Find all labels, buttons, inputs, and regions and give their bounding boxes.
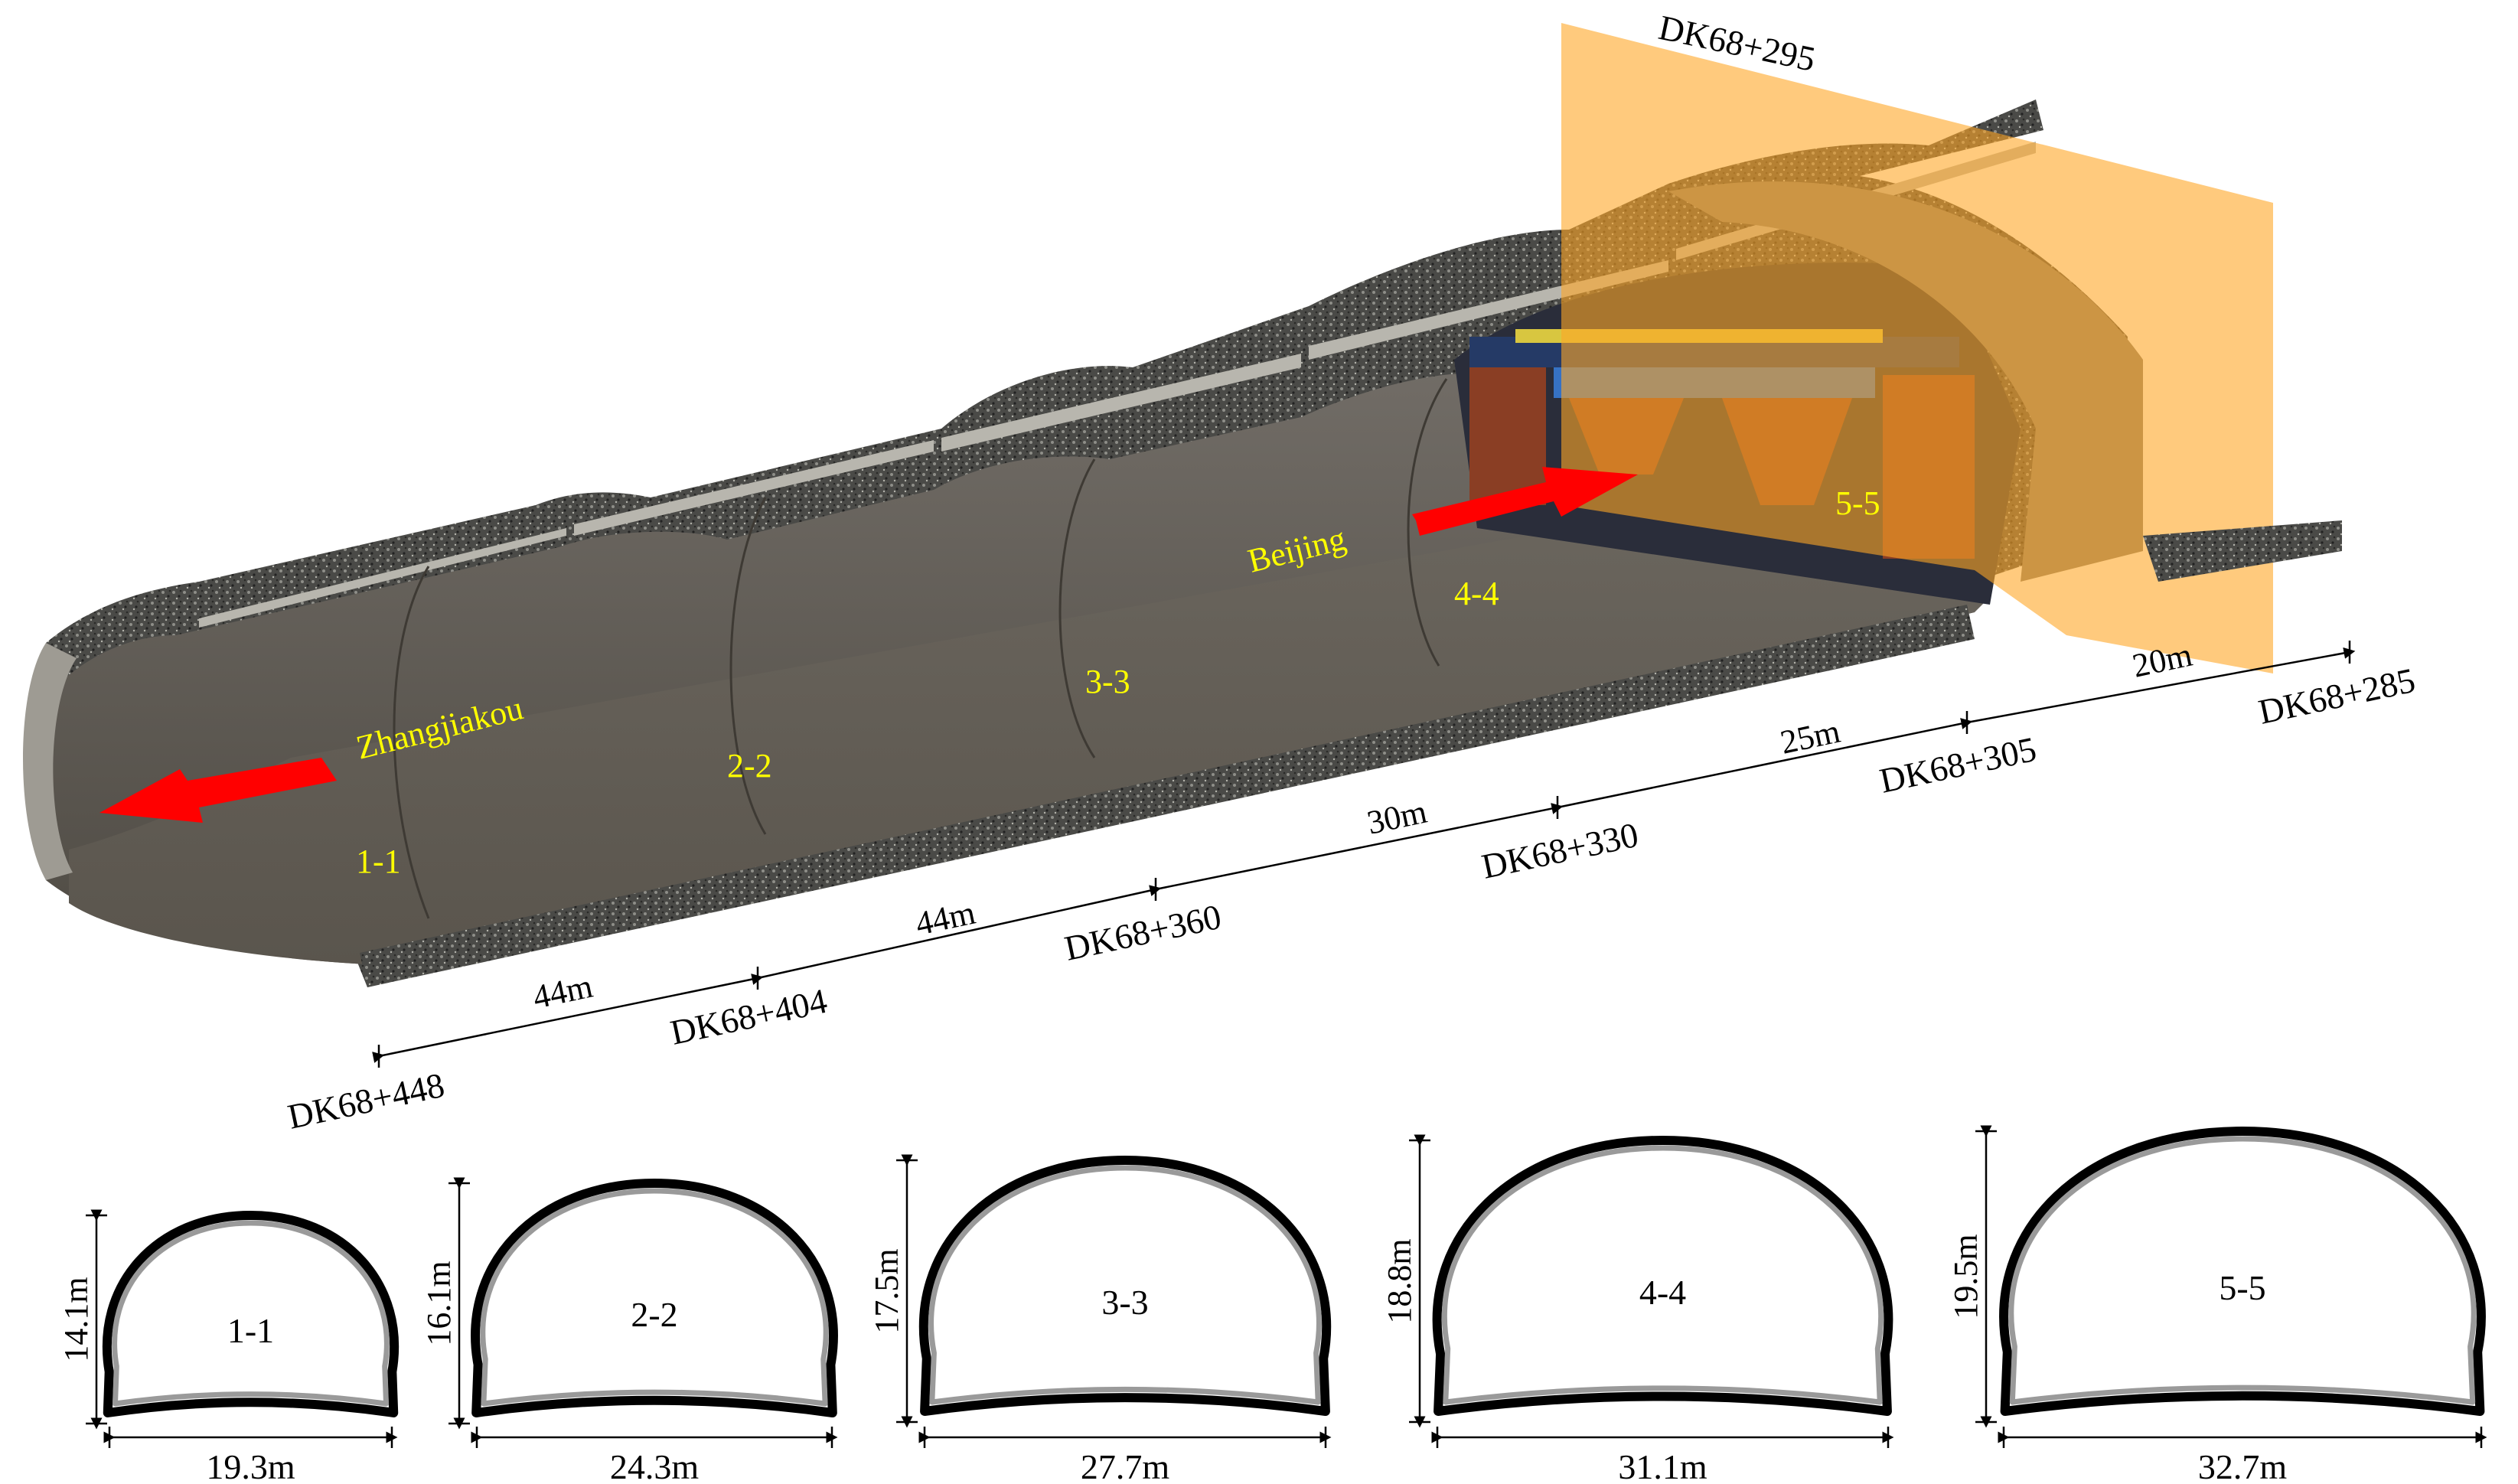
segment-length-3: 30m bbox=[1364, 793, 1430, 842]
chainage-end: DK68+285 bbox=[2255, 660, 2418, 732]
section-4-4-name: 4-4 bbox=[1639, 1273, 1686, 1312]
cross-sections: 14.1m 19.3m 1-1 16.1m 24.3m 2-2 17.5m 27.7m 3-3 1… bbox=[57, 1125, 2487, 1484]
section-5-5-height-label: 19.5m bbox=[1947, 1234, 1985, 1319]
section-3-3-width-label: 27.7m bbox=[1081, 1447, 1170, 1484]
chainage-330: DK68+330 bbox=[1478, 815, 1641, 886]
chainage-305: DK68+305 bbox=[1876, 729, 2039, 801]
section-4-4-width-label: 31.1m bbox=[1618, 1447, 1707, 1484]
section-plane-DK68-295 bbox=[1561, 23, 2273, 674]
floor-slab-edge bbox=[360, 605, 1975, 987]
section-1-1-inner-lining bbox=[112, 1220, 390, 1407]
section-2-2-outer-lining bbox=[471, 1179, 838, 1417]
section-1-1-outer-lining bbox=[102, 1211, 400, 1417]
crown-band bbox=[199, 142, 2036, 628]
segment-rings bbox=[393, 378, 1448, 919]
section-4-4-inner-lining bbox=[1441, 1145, 1884, 1405]
section-label-3-3: 3-3 bbox=[1085, 663, 1130, 700]
section-label-5-5: 5-5 bbox=[1835, 484, 1880, 522]
section-label-2-2: 2-2 bbox=[727, 747, 772, 784]
section-5-5-width-label: 32.7m bbox=[2198, 1447, 2288, 1484]
section-2-2-name: 2-2 bbox=[631, 1295, 677, 1334]
section-3-3-inner-lining bbox=[928, 1165, 1322, 1405]
section-1-1-height-label: 14.1m bbox=[57, 1277, 95, 1362]
portal-ring bbox=[23, 643, 77, 880]
section-4-4-outer-lining bbox=[1432, 1136, 1893, 1416]
section-2-2-height-label: 16.1m bbox=[420, 1261, 458, 1345]
section-label-4-4: 4-4 bbox=[1454, 575, 1499, 612]
section-3-3-name: 3-3 bbox=[1101, 1283, 1148, 1322]
section-1-1-width-label: 19.3m bbox=[206, 1447, 295, 1484]
right-ground-slab bbox=[2143, 520, 2342, 582]
section-label-1-1: 1-1 bbox=[356, 843, 401, 880]
section-5-5-inner-lining bbox=[2008, 1136, 2477, 1405]
tunnel-floor bbox=[69, 490, 1990, 964]
arrow-right-icon bbox=[1412, 467, 1638, 536]
chainage-360: DK68+360 bbox=[1061, 897, 1224, 968]
segment-length-4: 25m bbox=[1777, 713, 1844, 762]
section-3-3-height-label: 17.5m bbox=[868, 1248, 905, 1333]
chainage-dimension-line bbox=[372, 641, 2356, 1068]
chainage-start: DK68+448 bbox=[284, 1065, 447, 1137]
section-4-4-height-label: 18.8m bbox=[1381, 1238, 1418, 1323]
section-5-5-outer-lining bbox=[1999, 1127, 2486, 1416]
section-2-2-inner-lining bbox=[480, 1188, 829, 1407]
segment-length-1: 44m bbox=[530, 967, 596, 1016]
section-1-1-name: 1-1 bbox=[227, 1311, 274, 1350]
section-5-5-name: 5-5 bbox=[2219, 1268, 2265, 1307]
tunnel-3d-model bbox=[23, 23, 2342, 987]
section-3-3-outer-lining bbox=[918, 1156, 1332, 1416]
segment-length-2: 44m bbox=[912, 894, 979, 943]
section-2-2-width-label: 24.3m bbox=[610, 1447, 700, 1484]
arrow-left-icon bbox=[99, 758, 337, 823]
